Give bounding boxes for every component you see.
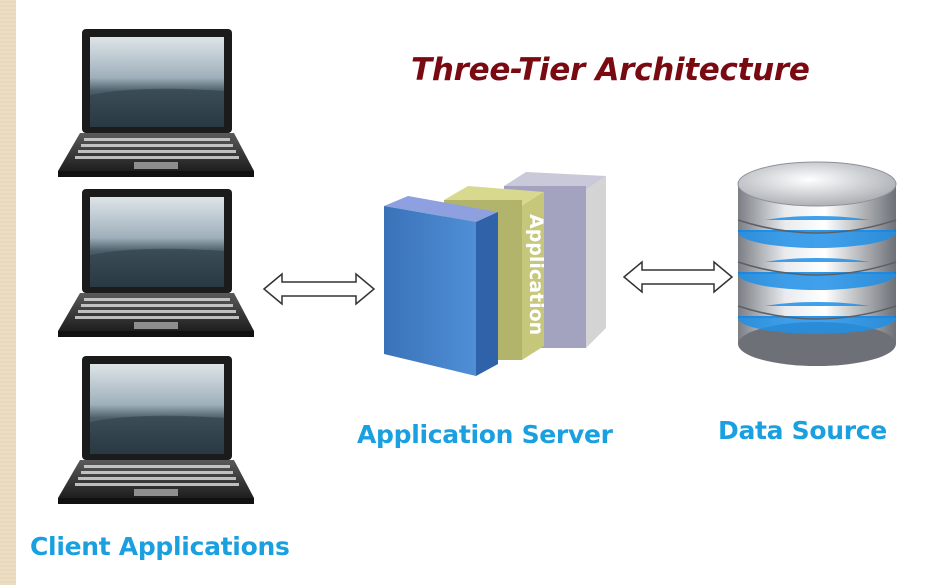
app-server-label: Application Server (357, 420, 613, 449)
laptop-icon (58, 189, 254, 337)
database-icon (737, 161, 897, 366)
laptop-icon (58, 356, 254, 504)
client-applications-label: Client Applications (30, 532, 290, 561)
diagram-title: Three-Tier Architecture (411, 52, 810, 88)
server-boxes-icon: Application (384, 172, 606, 376)
laptop-icon (58, 29, 254, 177)
double-arrow-icon (622, 260, 734, 294)
double-arrow-icon (262, 272, 376, 306)
data-source-label: Data Source (718, 416, 887, 445)
server-box-label: Application (525, 214, 547, 335)
